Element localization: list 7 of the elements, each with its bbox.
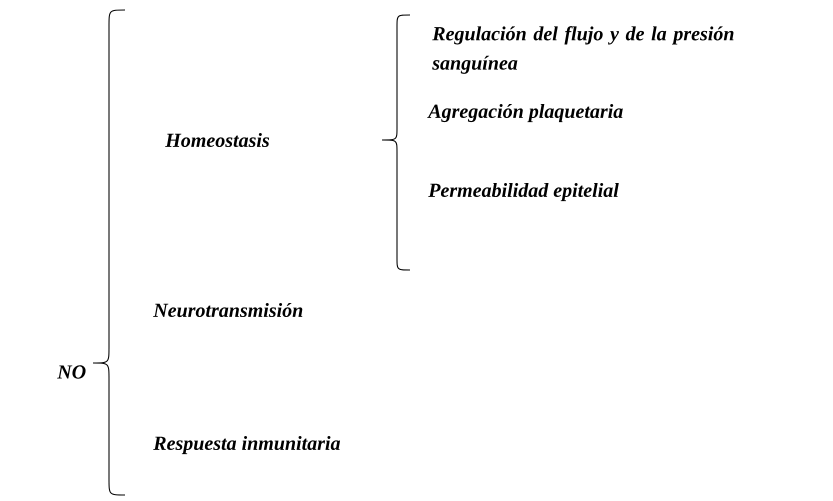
label-text: Permeabilidad epitelial — [428, 182, 619, 202]
label-text: Regulación del flujo y de la presión sanguínea — [432, 26, 734, 74]
label-text: Neurotransmisión — [153, 302, 302, 318]
label-text: Agregación plaquetaria — [427, 104, 623, 122]
label-text: NO — [57, 365, 86, 379]
label-text: Respuesta inmunitaria — [153, 436, 340, 454]
label-text: Homeostasis — [165, 132, 270, 148]
